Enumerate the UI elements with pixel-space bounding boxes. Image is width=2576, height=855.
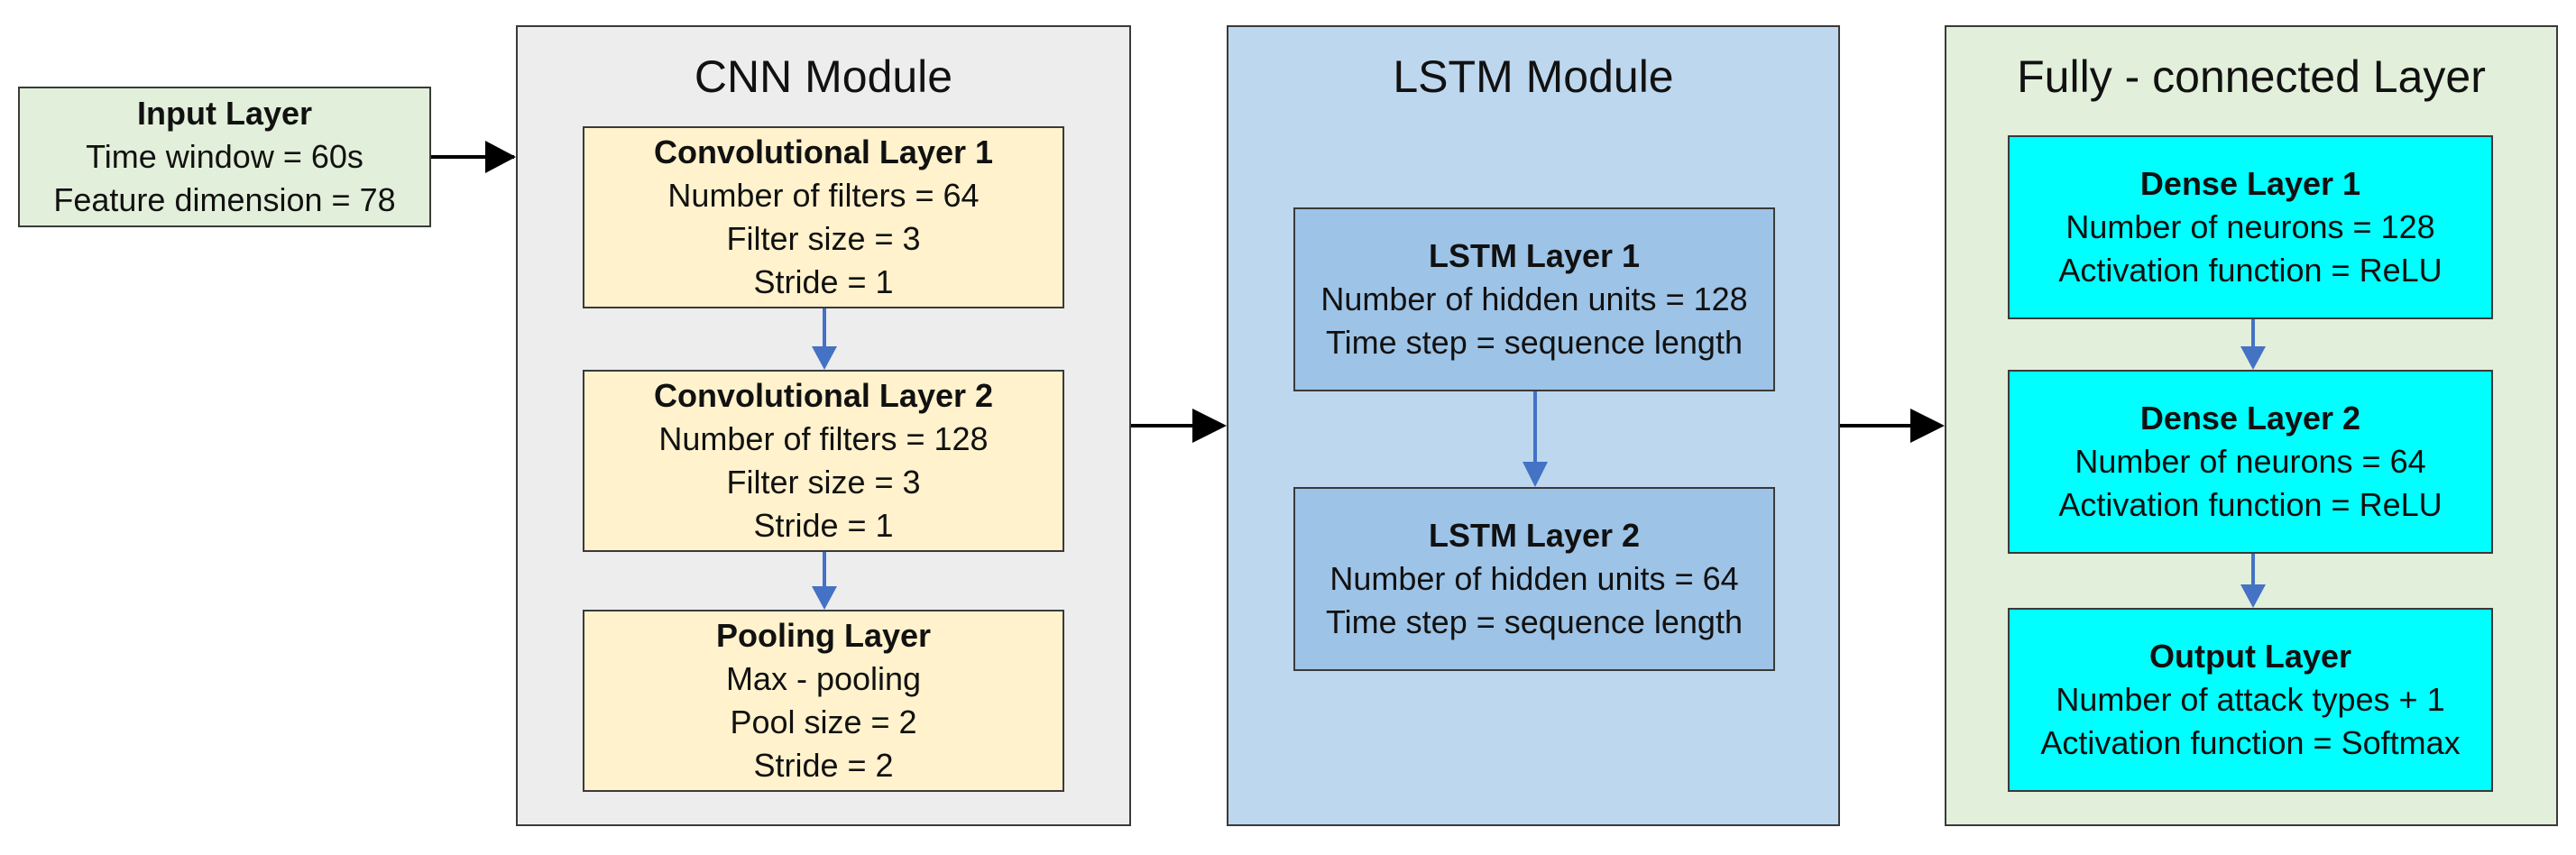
arrowhead-dense1-to-dense2 (2240, 346, 2266, 370)
cnn-module-title: CNN Module (694, 51, 953, 102)
fc-module-title: Fully - connected Layer (2017, 51, 2486, 102)
lstm-layer-1-box: LSTM Layer 1 Number of hidden units = 12… (1293, 207, 1775, 391)
pooling-layer-line-2: Pool size = 2 (730, 703, 917, 740)
conv-layer-1-line-2: Filter size = 3 (726, 220, 921, 257)
arrowhead-lstm1-to-lstm2 (1523, 462, 1548, 487)
lstm-layer-1-line-1: Number of hidden units = 128 (1320, 280, 1748, 317)
input-layer-line-1: Time window = 60s (86, 138, 363, 175)
input-layer-box: Input Layer Time window = 60s Feature di… (18, 87, 431, 227)
dense-layer-2-line-1: Number of neurons = 64 (2075, 443, 2426, 480)
output-layer-title: Output Layer (2148, 638, 2351, 675)
conv-layer-2-title: Convolutional Layer 2 (653, 377, 994, 414)
input-layer-title: Input Layer (136, 95, 313, 132)
dense-layer-2-box: Dense Layer 2 Number of neurons = 64 Act… (2008, 370, 2493, 554)
conv-layer-2-line-1: Number of filters = 128 (658, 420, 989, 457)
pooling-layer-title: Pooling Layer (715, 617, 932, 654)
lstm-layer-1-line-2: Time step = sequence length (1326, 324, 1743, 361)
dense-layer-2-title: Dense Layer 2 (2139, 400, 2361, 437)
arrowhead-conv2-to-pool (812, 586, 837, 610)
conv-layer-2-line-3: Stride = 1 (753, 507, 894, 544)
output-layer-line-2: Activation function = Softmax (2040, 724, 2461, 761)
lstm-layer-2-line-2: Time step = sequence length (1326, 603, 1743, 640)
dense-layer-1-box: Dense Layer 1 Number of neurons = 128 Ac… (2008, 135, 2493, 319)
conv-layer-2-box: Convolutional Layer 2 Number of filters … (583, 370, 1064, 552)
pooling-layer-box: Pooling Layer Max - pooling Pool size = … (583, 610, 1064, 792)
conv-layer-2-line-2: Filter size = 3 (726, 464, 921, 501)
arrowhead-lstm-to-fc (1910, 409, 1945, 443)
lstm-layer-1-title: LSTM Layer 1 (1428, 237, 1641, 274)
lstm-layer-2-line-1: Number of hidden units = 64 (1329, 560, 1739, 597)
dense-layer-1-title: Dense Layer 1 (2139, 165, 2361, 202)
dense-layer-1-line-1: Number of neurons = 128 (2065, 208, 2435, 245)
arrowhead-dense2-to-output (2240, 584, 2266, 608)
arrowhead-input-to-cnn (485, 141, 516, 173)
arrowhead-conv1-to-conv2 (812, 346, 837, 370)
arrowhead-cnn-to-lstm (1192, 409, 1227, 443)
dense-layer-1-line-2: Activation function = ReLU (2058, 252, 2443, 289)
output-layer-line-1: Number of attack types + 1 (2056, 681, 2445, 718)
pooling-layer-line-3: Stride = 2 (753, 747, 894, 784)
conv-layer-1-box: Convolutional Layer 1 Number of filters … (583, 126, 1064, 308)
lstm-layer-2-box: LSTM Layer 2 Number of hidden units = 64… (1293, 487, 1775, 671)
conv-layer-1-line-3: Stride = 1 (753, 263, 894, 300)
dense-layer-2-line-2: Activation function = ReLU (2058, 486, 2443, 523)
pooling-layer-line-1: Max - pooling (725, 660, 922, 697)
conv-layer-1-line-1: Number of filters = 64 (667, 177, 980, 214)
lstm-layer-2-title: LSTM Layer 2 (1428, 517, 1641, 554)
conv-layer-1-title: Convolutional Layer 1 (653, 133, 994, 170)
input-layer-line-2: Feature dimension = 78 (53, 181, 396, 218)
lstm-module-title: LSTM Module (1393, 51, 1674, 102)
output-layer-box: Output Layer Number of attack types + 1 … (2008, 608, 2493, 792)
